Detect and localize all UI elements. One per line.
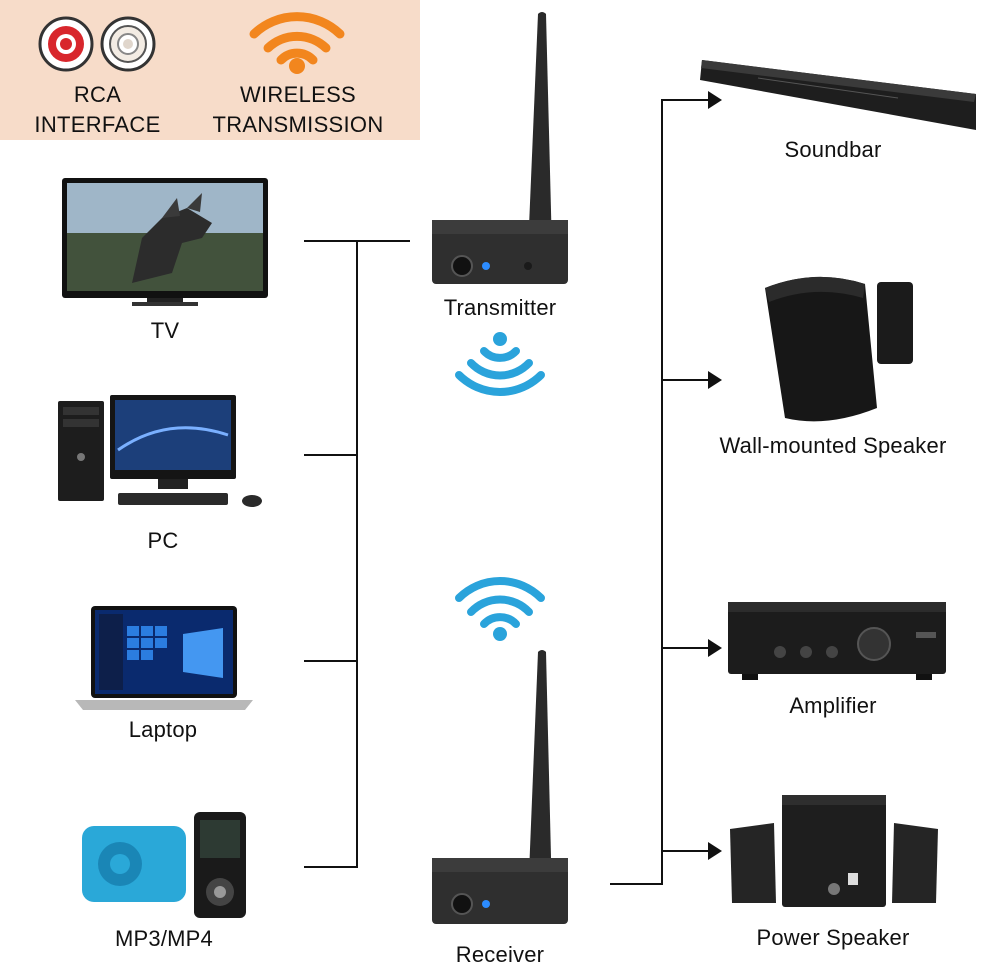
laptop-image bbox=[75, 606, 253, 714]
connector-source-bus bbox=[356, 240, 358, 868]
connector-wall-speaker bbox=[661, 379, 709, 381]
wifi-orange-icon bbox=[250, 8, 344, 76]
rca-badge-line1: RCA bbox=[20, 80, 175, 110]
receiver-device bbox=[432, 648, 572, 928]
wireless-badge-line2: TRANSMISSION bbox=[198, 110, 398, 140]
rca-badge-line2: INTERFACE bbox=[20, 110, 175, 140]
arrow-head-icon bbox=[708, 639, 722, 657]
wall-speaker-image bbox=[755, 268, 915, 428]
transmitter-device bbox=[432, 10, 572, 288]
connector-laptop bbox=[304, 660, 357, 662]
connector-power-speaker bbox=[661, 850, 709, 852]
connector-mp3 bbox=[304, 866, 357, 868]
connector-receiver bbox=[610, 883, 662, 885]
source-label-pc: PC bbox=[113, 528, 213, 554]
output-label-amplifier: Amplifier bbox=[763, 693, 903, 719]
power-speaker-image bbox=[730, 793, 942, 911]
transmitter-label: Transmitter bbox=[430, 295, 570, 321]
rca-badge-label: RCA INTERFACE bbox=[20, 80, 175, 140]
feature-badge-panel: RCA INTERFACE WIRELESS TRANSMISSION bbox=[0, 0, 420, 140]
wifi-blue-icon bbox=[456, 576, 544, 642]
source-label-mp3-mp4: MP3/MP4 bbox=[99, 926, 229, 952]
pc-image bbox=[58, 395, 268, 510]
receiver-label: Receiver bbox=[430, 942, 570, 968]
tv-image bbox=[62, 178, 268, 308]
soundbar-image bbox=[698, 58, 980, 136]
connector-pc bbox=[304, 454, 357, 456]
source-label-laptop: Laptop bbox=[113, 717, 213, 743]
rca-connector-icon bbox=[38, 14, 158, 74]
source-label-tv: TV bbox=[115, 318, 215, 344]
output-label-wall-speaker: Wall-mounted Speaker bbox=[708, 433, 958, 459]
output-label-soundbar: Soundbar bbox=[763, 137, 903, 163]
wireless-badge-line1: WIRELESS bbox=[198, 80, 398, 110]
wifi-blue-icon bbox=[456, 333, 544, 391]
arrow-head-icon bbox=[708, 842, 722, 860]
mp3-mp4-image bbox=[82, 812, 248, 922]
amplifier-image bbox=[728, 602, 946, 682]
arrow-head-icon bbox=[708, 371, 722, 389]
wireless-badge-label: WIRELESS TRANSMISSION bbox=[198, 80, 398, 140]
connector-output-bus bbox=[661, 99, 663, 885]
connector-amplifier bbox=[661, 647, 709, 649]
output-label-power-speaker: Power Speaker bbox=[743, 925, 923, 951]
